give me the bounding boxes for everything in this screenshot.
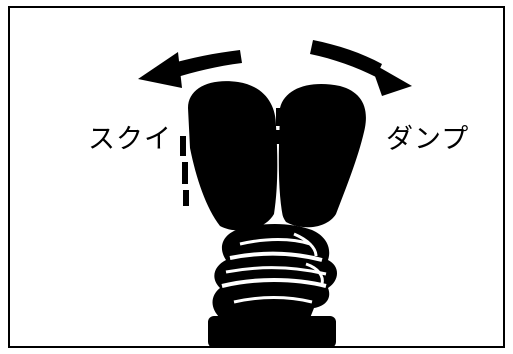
diagram-frame: スクイ ダンプ xyxy=(8,6,505,348)
joystick-hand-icon xyxy=(180,81,366,346)
dump-label: ダンプ xyxy=(386,126,469,153)
scoop-label: スクイ xyxy=(88,126,172,153)
joystick-illustration xyxy=(10,8,503,346)
